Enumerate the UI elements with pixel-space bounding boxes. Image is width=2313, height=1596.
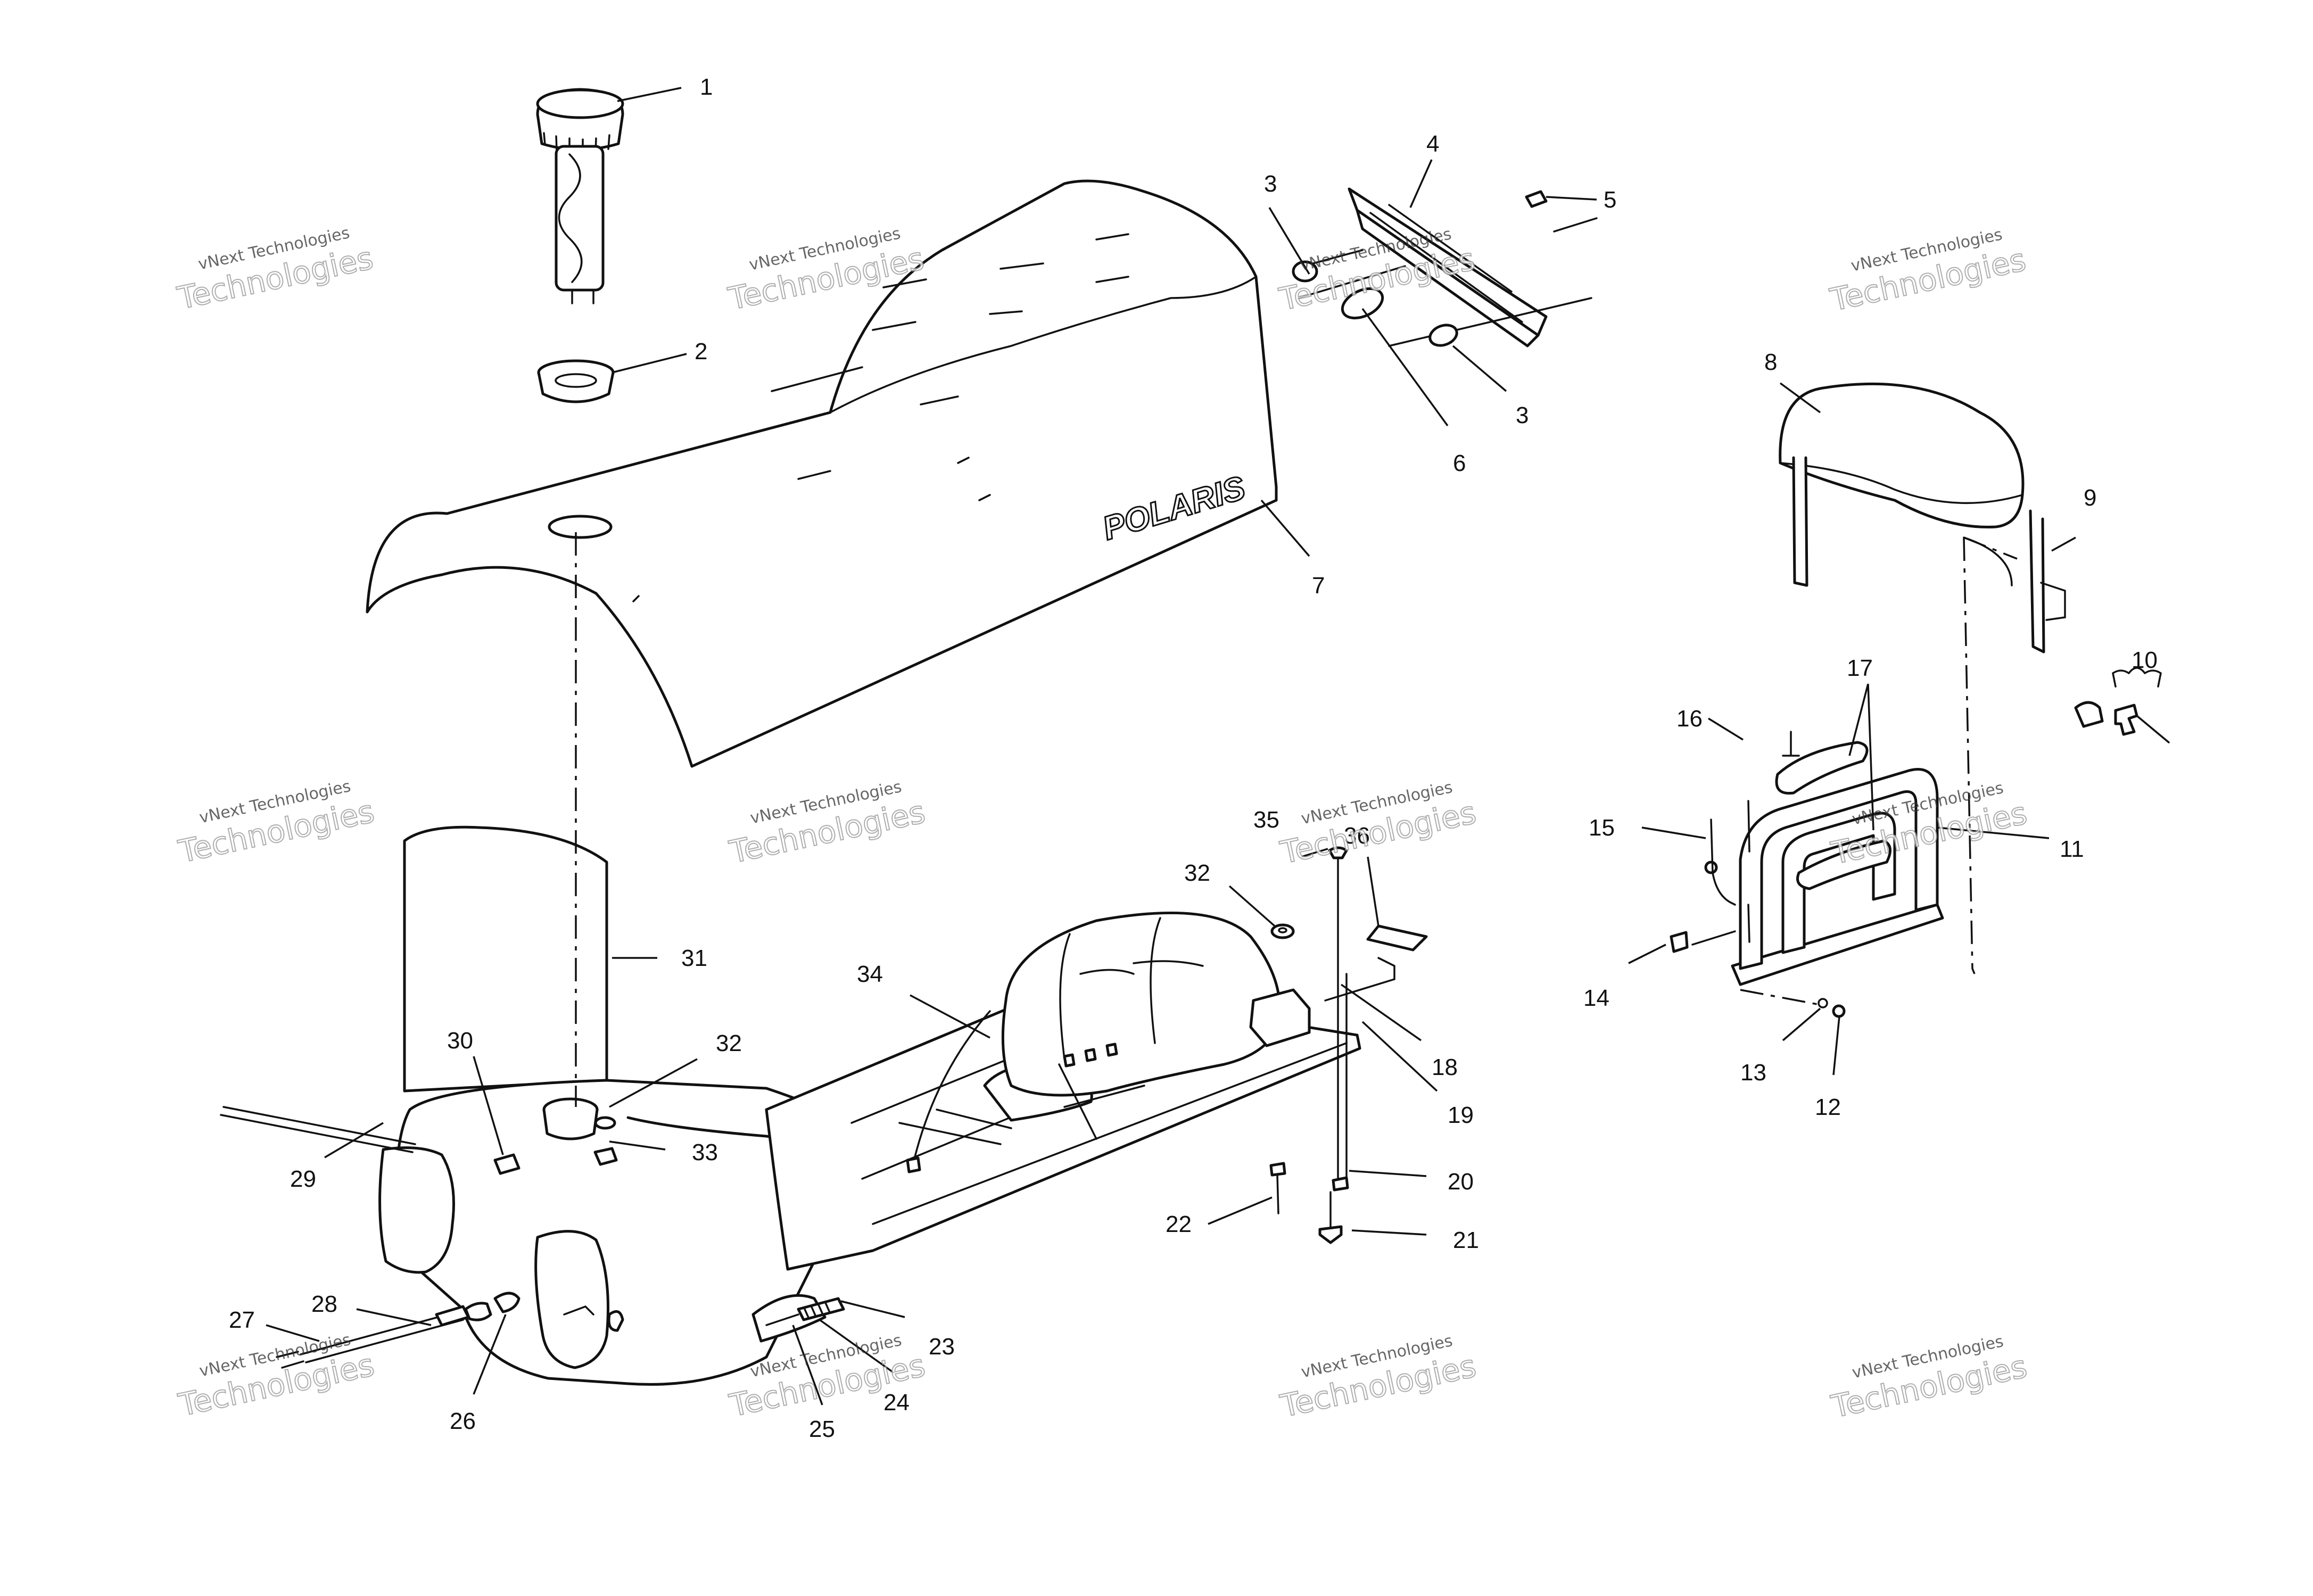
- callout-15: 15: [1589, 815, 1615, 841]
- callout-25: 25: [809, 1416, 835, 1442]
- taillight-assembly: [1292, 187, 1598, 348]
- callout-12: 12: [1815, 1094, 1841, 1120]
- callout-6: 6: [1453, 450, 1466, 476]
- callout-7: 7: [1312, 573, 1325, 599]
- rear-bracket-hardware: [1269, 846, 1428, 1244]
- backrest-bracket: [1670, 731, 1944, 1018]
- under-seat-tray: [765, 912, 1361, 1271]
- callout-1: 1: [700, 74, 713, 100]
- watermark: vNext Technologies Technologies: [175, 1330, 378, 1424]
- callout-17: 17: [1847, 655, 1873, 681]
- leader-lines: [266, 87, 2076, 1405]
- backrest: [1779, 382, 2066, 974]
- callout-16: 16: [1676, 706, 1703, 732]
- callout-23: 23: [929, 1334, 955, 1360]
- throttle-cable: [276, 1292, 845, 1369]
- watermark: vNext Technologies Technologies: [1828, 1332, 2031, 1426]
- callout-18: 18: [1432, 1054, 1458, 1080]
- callout-31: 31: [681, 945, 707, 971]
- callout-13: 13: [1740, 1060, 1766, 1086]
- watermark: vNext Technologies Technologies: [1277, 1332, 1480, 1425]
- callout-30: 30: [447, 1028, 473, 1054]
- callout-33: 33: [692, 1139, 718, 1165]
- callout-22: 22: [1166, 1211, 1192, 1237]
- grommet: [537, 359, 615, 403]
- callout-29: 29: [290, 1166, 316, 1192]
- watermark: vNext Technologies Technologies: [174, 224, 377, 317]
- callout-27: 27: [229, 1307, 255, 1333]
- callout-19: 19: [1448, 1102, 1474, 1128]
- callout-36: 36: [1344, 823, 1370, 849]
- callout-9: 9: [2084, 485, 2096, 511]
- callout-10: 10: [2132, 647, 2158, 673]
- callout-24: 24: [883, 1390, 910, 1416]
- callout-3-upper: 3: [1264, 171, 1277, 197]
- callout-21: 21: [1453, 1227, 1479, 1253]
- splash-panel: [403, 825, 608, 1093]
- callout-32-right: 32: [1184, 860, 1210, 886]
- callout-20: 20: [1448, 1169, 1474, 1195]
- callout-34: 34: [857, 961, 883, 987]
- watermark: vNext Technologies Technologies: [1827, 225, 2030, 319]
- watermark: vNext Technologies Technologies: [726, 778, 929, 871]
- callout-35: 35: [1253, 807, 1279, 833]
- callout-28: 28: [311, 1291, 337, 1317]
- callout-5: 5: [1604, 187, 1616, 213]
- callout-2: 2: [695, 338, 707, 365]
- callout-3-lower: 3: [1516, 402, 1529, 428]
- callout-8: 8: [1764, 349, 1777, 375]
- callout-11: 11: [2060, 836, 2084, 862]
- watermark: vNext Technologies Technologies: [1277, 778, 1480, 872]
- callout-labels: 1 2 3 3 4 5 6 7 8 9 10 11 12 13 14 15 16…: [229, 74, 2158, 1442]
- callout-4: 4: [1426, 131, 1439, 157]
- callout-32-left: 32: [716, 1030, 742, 1056]
- callout-26: 26: [450, 1408, 476, 1434]
- mount-hardware: [2074, 667, 2170, 743]
- watermark: vNext Technologies Technologies: [175, 777, 378, 871]
- fuel-cap: [536, 88, 624, 304]
- callout-14: 14: [1583, 985, 1609, 1011]
